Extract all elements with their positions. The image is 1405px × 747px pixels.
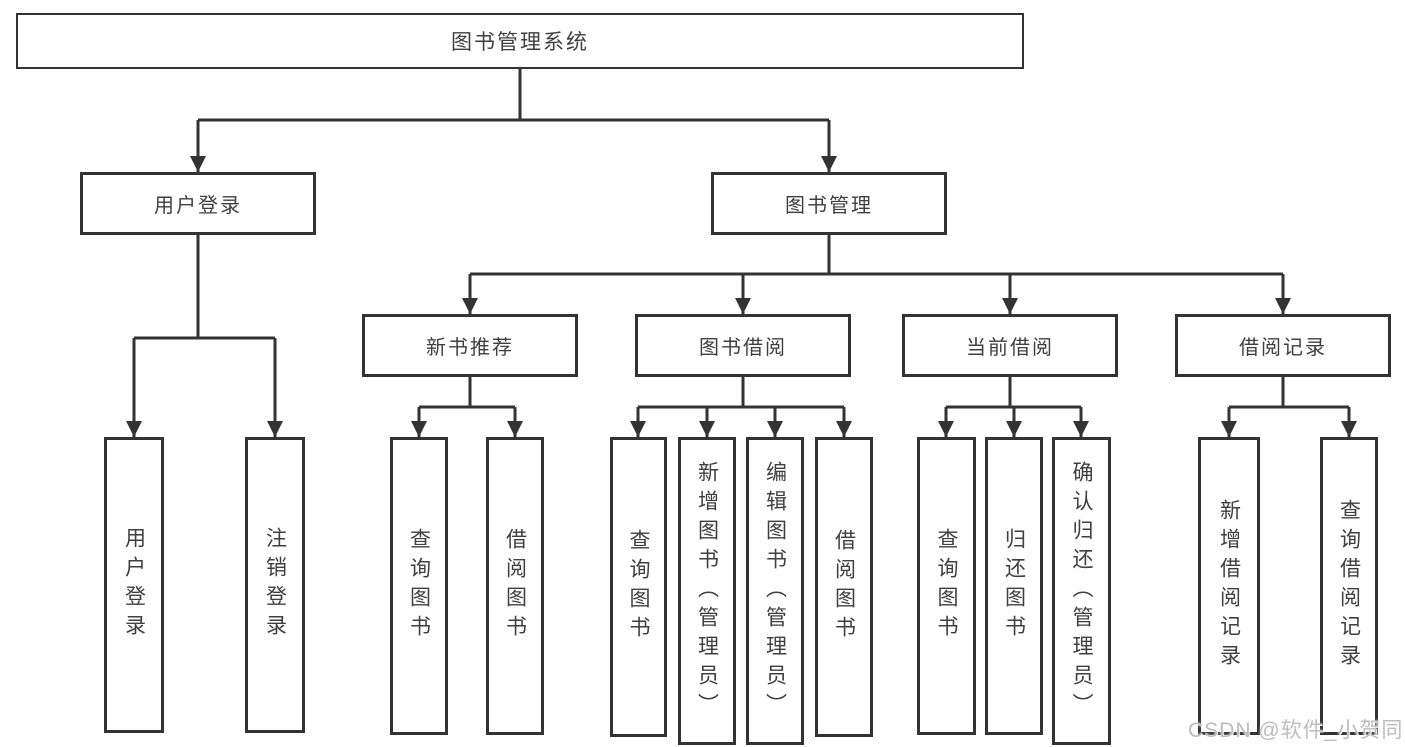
node-bb-add-books-admin: 新增图书（管理员） (678, 437, 736, 745)
node-book-borrowing: 图书借阅 (635, 314, 851, 377)
node-cb-query-books: 查询图书 (917, 437, 976, 735)
csdn-watermark: CSDN @软件_小贺同学 (1188, 719, 1405, 742)
node-nbr-borrow-books: 借阅图书 (486, 437, 544, 735)
node-new-book-recommend: 新书推荐 (362, 314, 578, 377)
node-cb-confirm-return-admin: 确认归还（管理员） (1052, 437, 1111, 745)
node-br-add-record: 新增借阅记录 (1198, 437, 1260, 735)
node-book-management: 图书管理 (711, 172, 947, 235)
node-logout-action: 注销登录 (245, 437, 305, 733)
node-bb-edit-books-admin: 编辑图书（管理员） (746, 437, 804, 745)
node-cb-return-books: 归还图书 (985, 437, 1043, 735)
node-user-login: 用户登录 (80, 172, 316, 235)
node-nbr-query-books: 查询图书 (390, 437, 448, 735)
node-bb-query-books: 查询图书 (610, 437, 667, 737)
node-root-system: 图书管理系统 (16, 13, 1024, 69)
node-bb-borrow-books: 借阅图书 (815, 437, 873, 737)
node-br-query-record: 查询借阅记录 (1320, 437, 1378, 735)
node-user-login-action: 用户登录 (104, 437, 164, 733)
node-borrowing-records: 借阅记录 (1175, 314, 1391, 377)
node-current-borrowing: 当前借阅 (902, 314, 1118, 377)
